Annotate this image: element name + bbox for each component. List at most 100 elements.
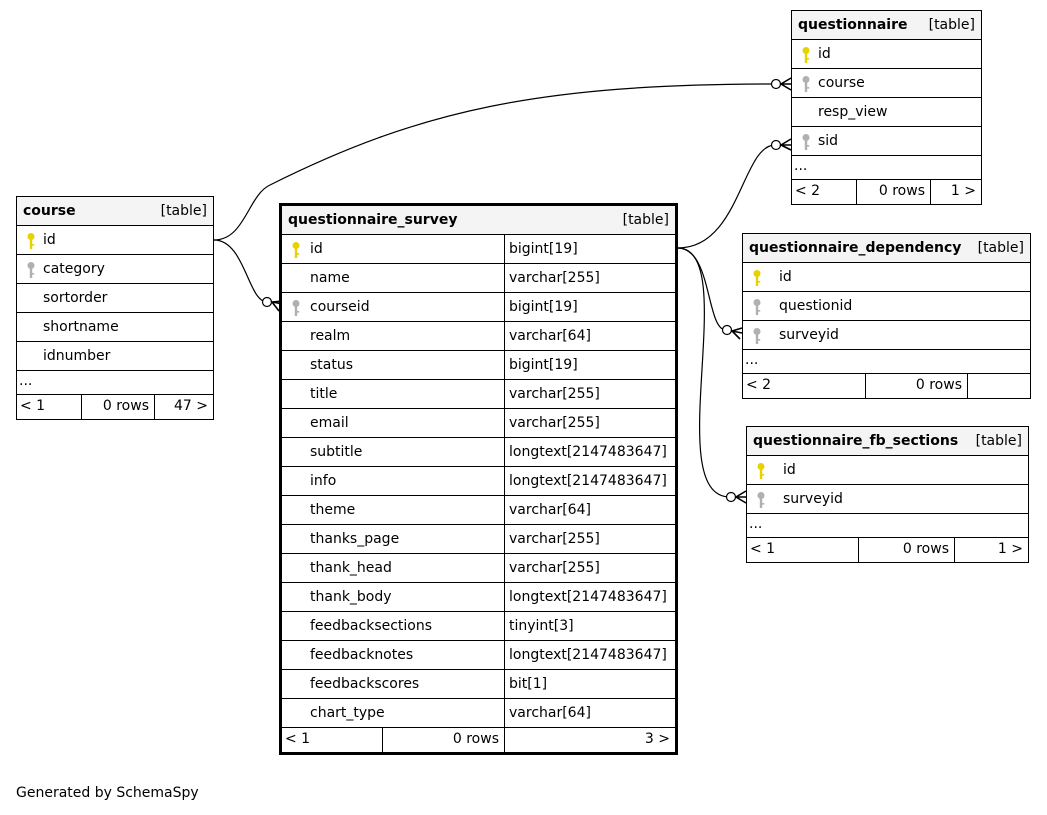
column-name: thank_head bbox=[310, 560, 392, 576]
table-type: [table] bbox=[160, 203, 207, 219]
table-footer: < 1 0 rows 47 > bbox=[17, 395, 213, 419]
table-footer: < 2 0 rows bbox=[743, 374, 1030, 398]
crowfoot-marker bbox=[779, 138, 792, 151]
column-name: shortname bbox=[43, 319, 119, 335]
foreign-key-icon bbox=[802, 76, 810, 92]
parents-count[interactable]: < 1 bbox=[750, 541, 776, 557]
table-questionnaire-fb-sections[interactable]: questionnaire_fb_sections [table] id sur… bbox=[746, 426, 1029, 563]
column-row[interactable]: questionid bbox=[743, 292, 1030, 321]
column-row[interactable]: subtitle longtext[2147483647] bbox=[282, 438, 675, 467]
column-row[interactable]: sid bbox=[792, 127, 981, 156]
column-type: tinyint[3] bbox=[504, 612, 675, 640]
more-columns-ellipsis: ... bbox=[743, 350, 1030, 374]
table-name: questionnaire_dependency bbox=[749, 240, 962, 256]
crowfoot-marker bbox=[730, 327, 743, 340]
column-name: status bbox=[310, 357, 354, 373]
column-row[interactable]: id bbox=[743, 263, 1030, 292]
column-row[interactable]: shortname bbox=[17, 313, 213, 342]
column-name: realm bbox=[310, 328, 351, 344]
column-row[interactable]: id bbox=[17, 226, 213, 255]
parents-count[interactable]: < 1 bbox=[285, 731, 311, 747]
column-name: title bbox=[310, 386, 338, 402]
column-row[interactable]: resp_view bbox=[792, 98, 981, 127]
column-row[interactable]: course bbox=[792, 69, 981, 98]
table-type: [table] bbox=[928, 17, 975, 33]
table-course[interactable]: course [table] id category sortorder sho… bbox=[16, 196, 214, 420]
column-type: varchar[64] bbox=[504, 699, 675, 727]
column-name: thanks_page bbox=[310, 531, 400, 547]
parents-count[interactable]: < 2 bbox=[795, 183, 821, 199]
column-row[interactable]: name varchar[255] bbox=[282, 264, 675, 293]
column-name: course bbox=[818, 75, 865, 91]
column-name: info bbox=[310, 473, 337, 489]
table-questionnaire[interactable]: questionnaire [table] id course resp_vie… bbox=[791, 10, 982, 205]
column-name: feedbacknotes bbox=[310, 647, 414, 663]
column-name: subtitle bbox=[310, 444, 363, 460]
column-row[interactable]: category bbox=[17, 255, 213, 284]
column-row[interactable]: feedbackscores bit[1] bbox=[282, 670, 675, 699]
column-row[interactable]: id bbox=[792, 40, 981, 69]
column-row[interactable]: email varchar[255] bbox=[282, 409, 675, 438]
children-count[interactable] bbox=[967, 374, 1030, 398]
primary-key-icon bbox=[802, 47, 810, 63]
column-type: varchar[255] bbox=[504, 264, 675, 292]
column-name: email bbox=[310, 415, 349, 431]
column-row[interactable]: idnumber bbox=[17, 342, 213, 371]
children-count[interactable]: 1 > bbox=[954, 538, 1028, 562]
row-count: 0 rows bbox=[865, 374, 967, 398]
column-name: chart_type bbox=[310, 705, 385, 721]
edge-survey-questionnaire bbox=[677, 144, 776, 249]
table-name: course bbox=[23, 203, 76, 219]
parents-count[interactable]: < 1 bbox=[20, 398, 46, 414]
column-row[interactable]: id bbox=[747, 456, 1028, 485]
column-name: questionid bbox=[779, 298, 853, 314]
row-count: 0 rows bbox=[81, 395, 154, 419]
table-footer: < 2 0 rows 1 > bbox=[792, 180, 981, 204]
crowfoot-marker bbox=[734, 490, 747, 504]
parents-count[interactable]: < 2 bbox=[746, 377, 772, 393]
column-name: name bbox=[310, 270, 350, 286]
column-type: bit[1] bbox=[504, 670, 675, 698]
column-name: id bbox=[783, 462, 796, 478]
children-count[interactable]: 1 > bbox=[930, 180, 981, 204]
table-name: questionnaire_survey bbox=[288, 212, 458, 228]
column-row[interactable]: surveyid bbox=[743, 321, 1030, 350]
column-row[interactable]: realm varchar[64] bbox=[282, 322, 675, 351]
table-header: course [table] bbox=[17, 197, 213, 226]
foreign-key-icon bbox=[292, 300, 300, 316]
foreign-key-icon bbox=[802, 134, 810, 150]
column-type: longtext[2147483647] bbox=[504, 438, 675, 466]
row-count: 0 rows bbox=[858, 538, 954, 562]
column-name: sortorder bbox=[43, 290, 108, 306]
column-row[interactable]: chart_type varchar[64] bbox=[282, 699, 675, 728]
children-count[interactable]: 47 > bbox=[154, 395, 213, 419]
column-type: varchar[64] bbox=[504, 322, 675, 350]
column-row[interactable]: sortorder bbox=[17, 284, 213, 313]
more-columns-ellipsis: ... bbox=[17, 371, 213, 395]
column-name: feedbackscores bbox=[310, 676, 420, 692]
column-type: varchar[255] bbox=[504, 409, 675, 437]
children-count[interactable]: 3 > bbox=[504, 728, 675, 752]
table-name: questionnaire bbox=[798, 17, 908, 33]
more-columns-ellipsis: ... bbox=[792, 156, 981, 180]
table-header: questionnaire_survey [table] bbox=[282, 206, 675, 235]
column-row[interactable]: surveyid bbox=[747, 485, 1028, 514]
optional-marker bbox=[261, 296, 273, 308]
table-questionnaire-dependency[interactable]: questionnaire_dependency [table] id ques… bbox=[742, 233, 1031, 399]
column-type: bigint[19] bbox=[504, 293, 675, 321]
column-name: category bbox=[43, 261, 105, 277]
